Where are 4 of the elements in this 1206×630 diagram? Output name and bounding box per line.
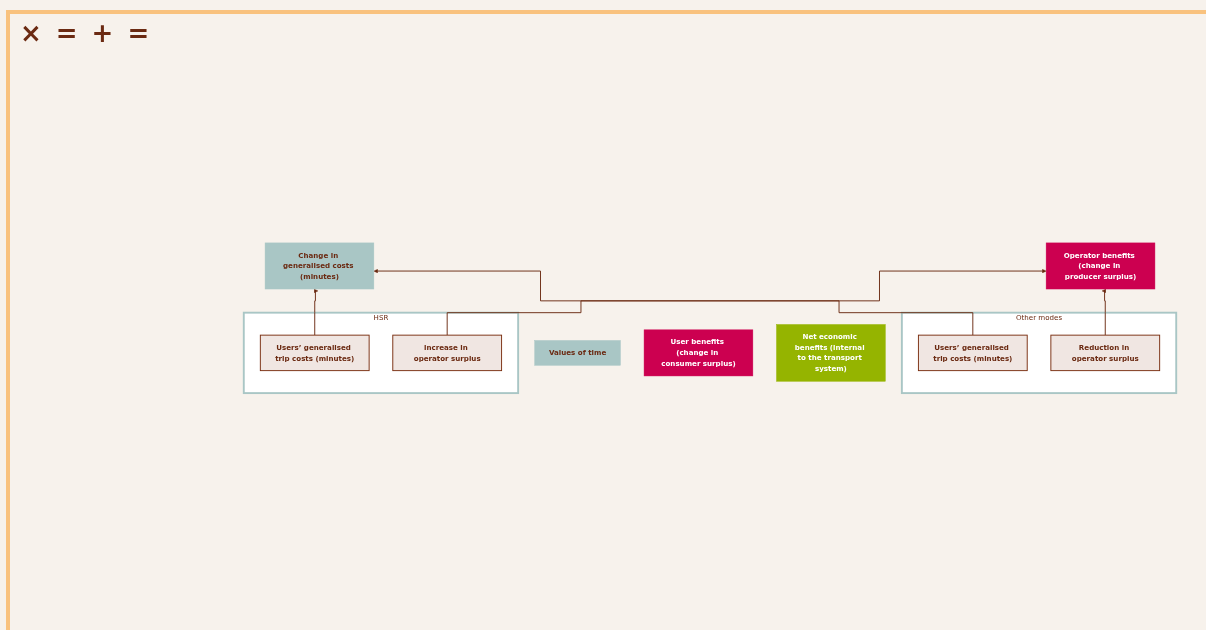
operator-sign: × (20, 18, 42, 48)
operator-sign: + (91, 18, 114, 48)
operator-sign: = (55, 18, 78, 48)
operator-sign: = (127, 18, 150, 48)
